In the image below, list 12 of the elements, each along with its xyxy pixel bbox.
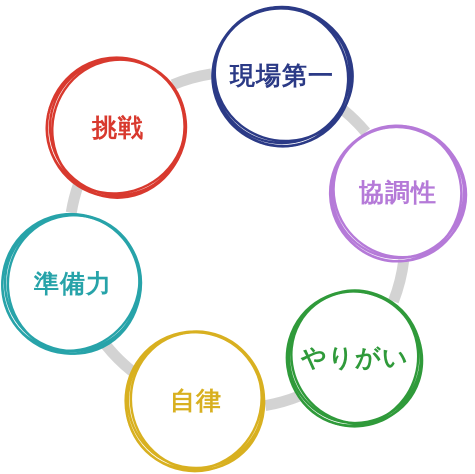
ring-connector [264, 390, 302, 411]
circle-label: 挑戦 [92, 112, 144, 144]
circle-label: 現場第一 [230, 60, 334, 92]
ring-connector [388, 258, 410, 304]
circle-label: 自律 [170, 384, 222, 416]
ring-connector [170, 68, 212, 90]
circle-label: 準備力 [34, 268, 112, 300]
ring-connector [66, 182, 84, 214]
circle-label: やりがい [301, 342, 409, 374]
ring-connector [102, 342, 136, 376]
circle-label: 協調性 [359, 176, 437, 208]
ring-connector [340, 106, 370, 136]
